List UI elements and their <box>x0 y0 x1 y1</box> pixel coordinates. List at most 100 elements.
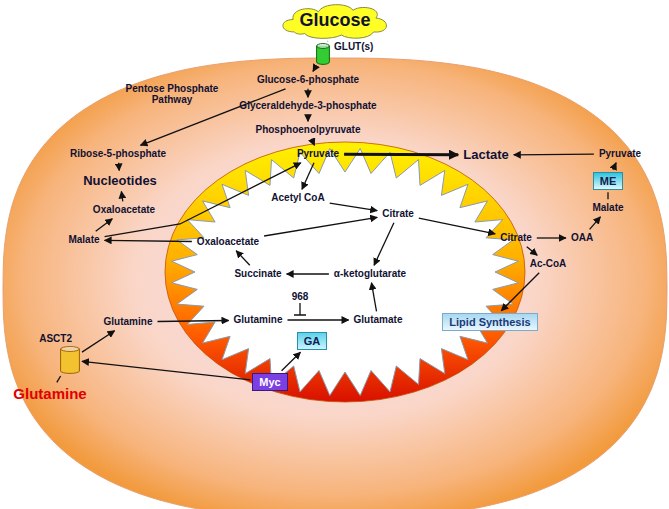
node-text: Myc <box>259 376 280 389</box>
transporter-body <box>61 349 80 373</box>
metabolite-label: Oxaloacetate <box>194 235 262 249</box>
node-text: Oxaloacetate <box>197 236 259 248</box>
inhibitor-label: 968 <box>292 291 309 302</box>
reaction-arrow <box>374 223 394 265</box>
metabolite-label: Citrate <box>379 207 417 221</box>
metabolite-label: Malate <box>589 201 626 215</box>
reaction-arrow <box>501 273 539 311</box>
reaction-arrow <box>372 283 377 312</box>
node-text: α-ketoglutarate <box>334 268 406 280</box>
reaction-arrow <box>514 154 594 156</box>
reaction-arrow <box>613 163 616 170</box>
reaction-arrow <box>264 217 377 236</box>
node-text: Ribose-5-phosphate <box>70 148 166 160</box>
mitochondrion <box>165 142 525 402</box>
metabolite-label: Phosphoenolpyruvate <box>252 123 363 137</box>
mitochondrial-matrix <box>172 149 519 396</box>
metabolite-label: Pyruvate <box>294 147 342 161</box>
reaction-arrow <box>327 40 328 42</box>
metabolite-label: Glucose-6-phosphate <box>254 73 362 87</box>
metabolite-label: Glutamine <box>10 384 89 403</box>
reaction-arrow <box>57 376 61 382</box>
metabolite-label: Ribose-5-phosphate <box>67 147 169 161</box>
inhibition-line <box>299 303 300 315</box>
metabolite-label: Glyceraldehyde-3-phosphate <box>236 99 379 113</box>
node-text: Glutamine <box>13 385 86 402</box>
metabolite-label: Oxaloacetate <box>90 203 158 217</box>
asct2-transporter: ASCT2 <box>60 346 80 374</box>
transporter-symbol <box>316 43 330 65</box>
node-text: Phosphoenolpyruvate <box>255 124 360 136</box>
glut-transporter: GLUT(s) <box>316 43 330 65</box>
metabolite-label: Citrate <box>497 231 535 245</box>
node-text: ME <box>600 175 617 188</box>
node-text: OAA <box>571 232 593 244</box>
reaction-arrow <box>118 163 120 171</box>
node-text: Ac-CoA <box>530 258 567 270</box>
metabolite-label: Lactate <box>460 147 512 164</box>
reaction-arrow <box>82 331 115 352</box>
reaction-arrow <box>105 240 192 241</box>
reaction-arrow <box>82 361 250 380</box>
metabolite-label: Malate <box>65 233 102 247</box>
pathway-label: Pentose Phosphate Pathway <box>120 83 224 106</box>
reaction-arrow <box>313 67 316 71</box>
glucose-cloud: Glucose <box>277 1 392 40</box>
metabolite-label: Acetyl CoA <box>268 191 327 205</box>
reaction-arrow <box>96 219 113 232</box>
reaction-arrow <box>302 163 314 190</box>
metabolite-label: α-ketoglutarate <box>331 267 409 281</box>
node-text: Glutamine <box>234 314 283 326</box>
reaction-arrow <box>330 203 378 211</box>
transporter-top <box>61 347 80 352</box>
reaction-arrow <box>607 192 608 199</box>
reaction-arrow <box>121 192 122 202</box>
node-text: ASCT2 <box>39 333 72 345</box>
node-text: Glyceraldehyde-3-phosphate <box>239 100 376 112</box>
reaction-arrow <box>307 89 308 98</box>
node-text: Lactate <box>463 148 509 163</box>
node-text: Pyruvate <box>599 148 641 160</box>
cell-membrane <box>3 58 667 509</box>
metabolite-label: Succinate <box>231 267 284 281</box>
node-text: Malate <box>68 234 99 246</box>
node-text: Malate <box>592 202 623 214</box>
metabolite-label: Glutamate <box>351 313 406 327</box>
node-text: Lipid Synthesis <box>449 316 530 329</box>
inhibition-bar <box>294 314 306 316</box>
metabolite-label: Glutamine <box>101 315 156 329</box>
transporter-symbol <box>60 346 80 374</box>
reaction-arrow <box>537 237 566 238</box>
node-text: Succinate <box>234 268 281 280</box>
metabolite-label: Ac-CoA <box>527 257 570 271</box>
node-text: GA <box>304 335 321 348</box>
node-text: Citrate <box>500 232 532 244</box>
reaction-arrow <box>158 321 229 322</box>
node-text: Nucleotides <box>83 174 157 189</box>
regulator-box: Myc <box>252 373 287 392</box>
node-text: Glutamate <box>354 314 403 326</box>
process-box: Lipid Synthesis <box>442 313 537 332</box>
node-text: Oxaloacetate <box>93 204 155 216</box>
reaction-arrow <box>307 115 308 122</box>
reaction-arrow <box>282 352 301 370</box>
node-text: Acetyl CoA <box>271 192 324 204</box>
metabolite-label: OAA <box>568 231 596 245</box>
metabolite-label: Pyruvate <box>596 147 644 161</box>
reaction-arrow <box>419 218 495 234</box>
reaction-arrow <box>288 319 349 320</box>
enzyme-box: GA <box>297 332 328 351</box>
metabolite-label: Nucleotides <box>80 173 160 190</box>
transporter-top <box>317 44 330 49</box>
node-text: GLUT(s) <box>334 41 373 53</box>
node-text: Citrate <box>382 208 414 220</box>
node-text: Pyruvate <box>297 148 339 160</box>
reaction-arrow <box>312 139 315 146</box>
node-text: Glucose-6-phosphate <box>257 74 359 86</box>
reaction-arrow <box>287 273 329 274</box>
reaction-arrow <box>344 153 458 157</box>
reaction-arrow <box>236 251 250 265</box>
reaction-arrow <box>590 217 601 230</box>
node-text: Glutamine <box>104 316 153 328</box>
